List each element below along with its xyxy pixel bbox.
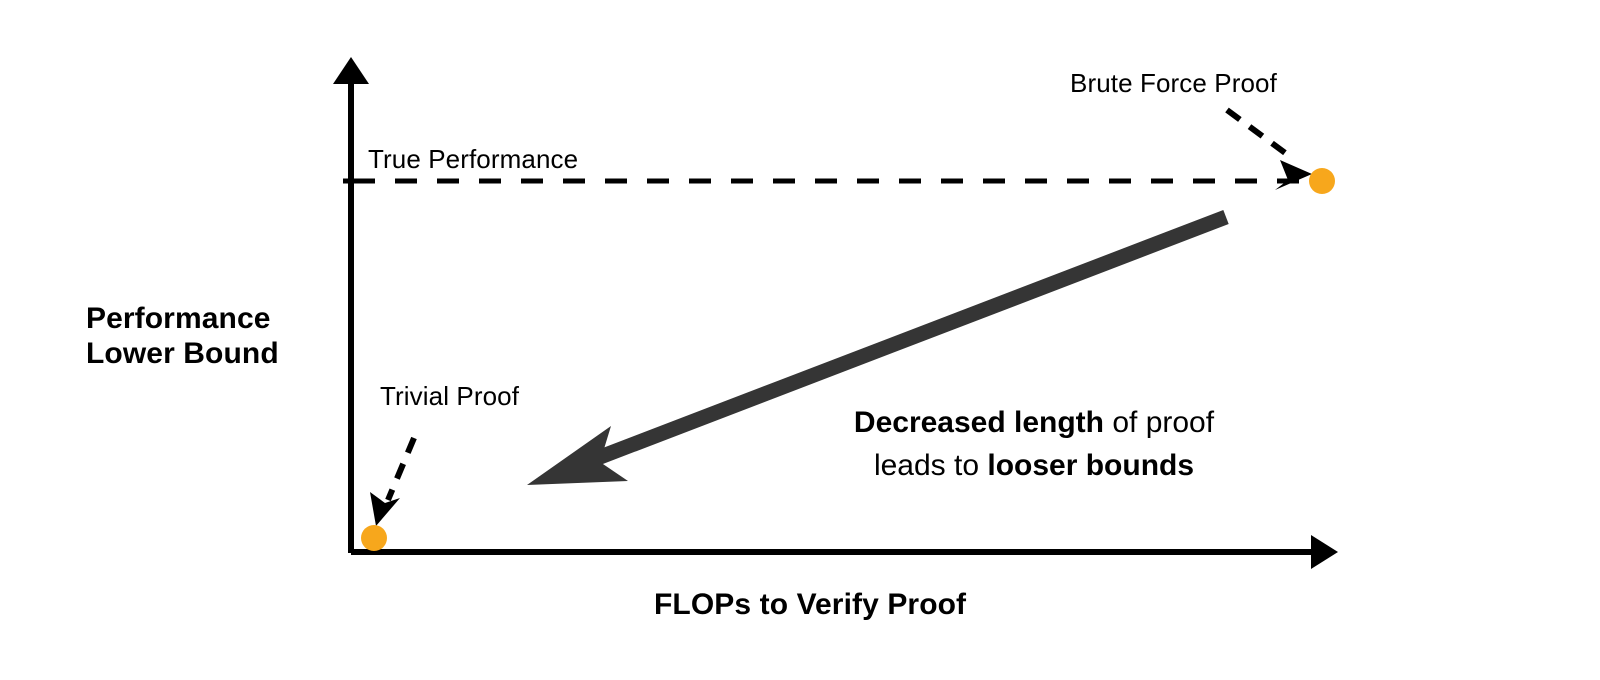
decreased-length-arrow (527, 209, 1229, 485)
callout-note-plain-2: leads to (873, 448, 988, 482)
trivial-proof-point[interactable] (361, 525, 387, 551)
callout-note-plain-1: of proof (1104, 406, 1215, 439)
brute-force-pointer (1225, 107, 1312, 190)
brute-force-proof-label: Brute Force Proof (1070, 68, 1277, 98)
trivial-proof-pointer (370, 436, 417, 526)
y-axis-title-line2: Lower Bound (86, 336, 279, 370)
callout-note: Decreased length of proof leads to loose… (812, 402, 1256, 487)
trivial-proof-label: Trivial Proof (380, 381, 520, 411)
callout-note-line1: Decreased length of proof (812, 402, 1256, 445)
brute-force-proof-point[interactable] (1309, 168, 1335, 194)
callout-note-bold-1: Decreased length (853, 406, 1104, 439)
x-axis (351, 535, 1338, 569)
y-axis-title-line1: Performance (86, 302, 271, 335)
true-performance-label: True Performance (368, 144, 579, 174)
y-axis (333, 57, 369, 553)
callout-note-line2: leads to looser bounds (812, 445, 1256, 488)
y-axis-title: Performance Lower Bound (86, 302, 279, 372)
x-axis-title: FLOPs to Verify Proof (654, 588, 967, 621)
callout-note-bold-2: looser bounds (987, 448, 1195, 482)
